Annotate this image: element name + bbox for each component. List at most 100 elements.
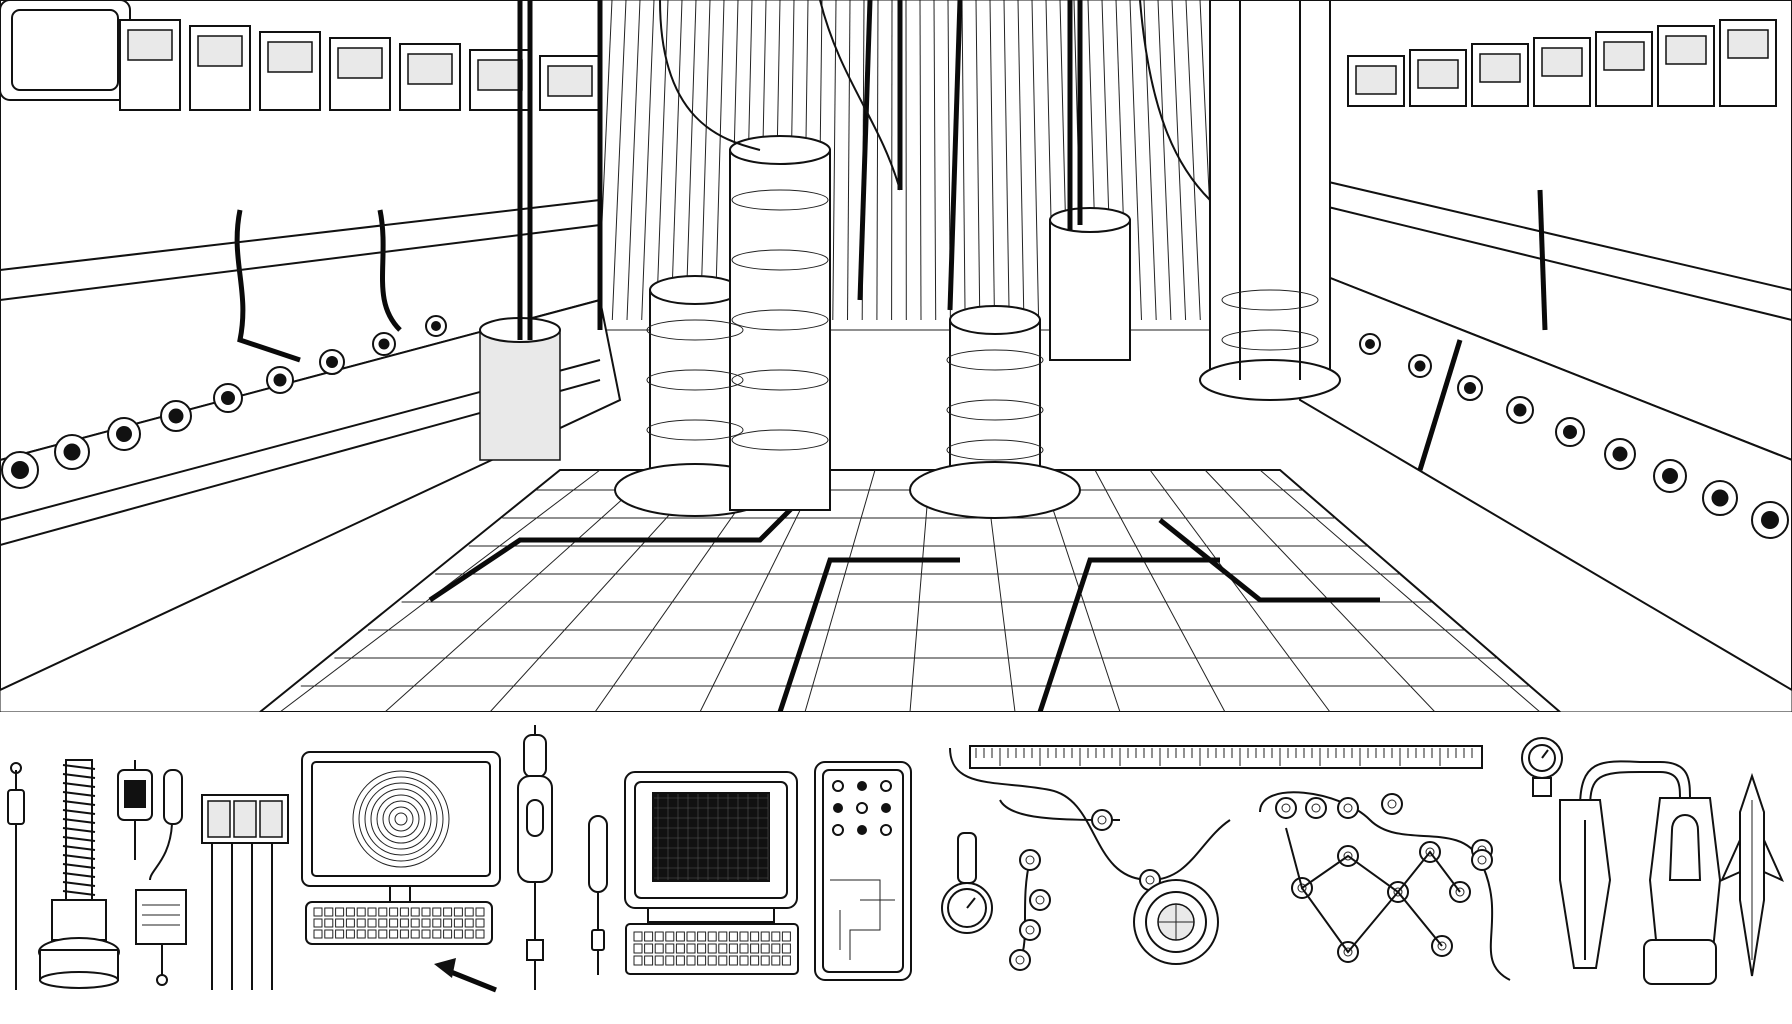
terminal-computer-icon [624, 771, 799, 975]
keyboard-key [399, 918, 409, 928]
coil-ring [62, 836, 96, 842]
network-node-core [1025, 855, 1035, 865]
reactor-center [909, 207, 1131, 519]
cylinder-probe-icon [517, 725, 553, 990]
keyboard-key [356, 929, 366, 939]
keyboard-key [675, 931, 685, 942]
keyboard-key [760, 955, 770, 966]
back-wall-line [1185, 0, 1201, 321]
panel-dot [832, 824, 844, 836]
keyboard-key [335, 918, 345, 928]
network-node-core [1097, 815, 1107, 825]
network-node-core [1015, 955, 1025, 965]
wall-port-core [1563, 425, 1577, 439]
screen-circle [388, 806, 414, 832]
screen-circle [394, 812, 408, 826]
keyboard-key [654, 931, 664, 942]
right-wall-panels [1347, 19, 1777, 107]
panel-dot [856, 802, 868, 814]
wall-port-core [273, 373, 287, 387]
back-wall-line [1031, 0, 1040, 321]
back-wall-line [670, 0, 683, 321]
keyboard-key [771, 943, 781, 954]
keyboard-key [464, 929, 474, 939]
back-wall-line [832, 0, 837, 321]
screen-circle [376, 794, 426, 844]
wall-port-core [1711, 489, 1729, 507]
network-node-core [1343, 947, 1353, 957]
network-node-core [1145, 875, 1155, 885]
hanging-cable [659, 0, 761, 151]
keyboard-key [644, 943, 654, 954]
keyboard-key [771, 931, 781, 942]
keyboard-key [781, 955, 791, 966]
wall-panel-inset [477, 59, 523, 91]
spaceship-icon [1720, 772, 1784, 977]
keyboard-key [665, 943, 675, 954]
machine-ring [1221, 329, 1319, 351]
back-wall-line [611, 0, 627, 321]
keyboard-key [313, 918, 323, 928]
wall-port-core [326, 356, 338, 368]
panel-dot [832, 780, 844, 792]
keyboard-key [410, 907, 420, 917]
coil-rings [62, 764, 96, 905]
machine-ring [731, 249, 829, 271]
keyboard-key [686, 931, 696, 942]
hose-nozzle-icon [1559, 760, 1722, 985]
keyboard-key [475, 929, 485, 939]
keyboard-key [707, 955, 717, 966]
network-node [1337, 797, 1359, 819]
pressure-gauge-icon [1521, 737, 1563, 797]
machine-ring [731, 429, 829, 451]
wall-panel-inset [1479, 53, 1521, 83]
wall-panel-inset [127, 29, 173, 61]
back-wall-line [876, 0, 879, 321]
floor-line [1149, 469, 1331, 712]
floor-line [909, 469, 931, 712]
back-wall-line [700, 0, 711, 321]
wall-panel-inset [407, 53, 453, 85]
coil-ring [62, 809, 96, 815]
screen-circle [370, 788, 432, 850]
keyboard-key [728, 931, 738, 942]
coil-ring [62, 890, 96, 896]
keyboard-key [707, 931, 717, 942]
keyboard-key [654, 943, 664, 954]
arrow-icon [434, 958, 497, 993]
keyboard-key [686, 955, 696, 966]
wall-panel-inset [1355, 65, 1397, 95]
ruler-bar-icon [969, 745, 1483, 769]
wall-port-core [1662, 468, 1678, 484]
network-node-core [1343, 851, 1353, 861]
network-node-core [1025, 925, 1035, 935]
back-wall-line [1003, 0, 1010, 321]
keyboard-key [633, 931, 643, 942]
wall-port-core [378, 338, 390, 350]
network-node [1019, 919, 1041, 941]
keyboard-key [378, 929, 388, 939]
hanging-pipe [947, 0, 963, 311]
wall-panel-inset [337, 47, 383, 79]
panel-dot [833, 803, 843, 813]
floor-line [1259, 469, 1541, 712]
screen-circle [352, 770, 450, 868]
keyboard-key [633, 955, 643, 966]
panel-dot [880, 824, 892, 836]
wall-panel-inset [1417, 59, 1459, 89]
keyboard-key [432, 907, 442, 917]
keyboard-key [345, 907, 355, 917]
wall-port-core [221, 391, 235, 405]
ruler-ticks [975, 748, 1473, 766]
keyboard-key [654, 955, 664, 966]
thermometer-gauge-icon [941, 832, 993, 934]
keyboard-key [432, 929, 442, 939]
keyboard-key [345, 929, 355, 939]
wall-panel-inset [547, 65, 593, 97]
keyboard-key [771, 955, 781, 966]
bottle-gauge-icon [117, 760, 183, 881]
hanging-cable [1139, 0, 1211, 201]
round-valve-icon [1133, 879, 1219, 965]
keyboard-key [367, 929, 377, 939]
keyboard-key [760, 943, 770, 954]
